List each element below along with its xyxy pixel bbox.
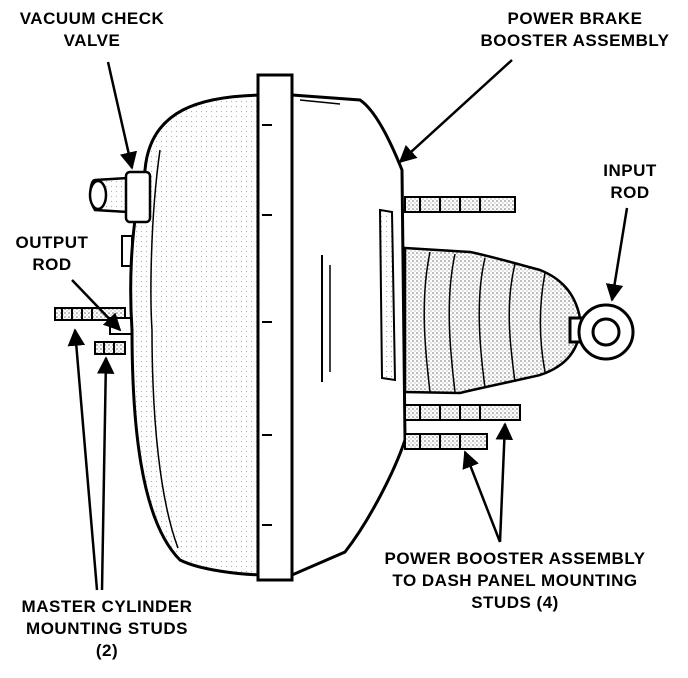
dash-panel-studs <box>404 196 521 450</box>
booster-flange <box>256 73 294 582</box>
input-rod-label: INPUT ROD <box>590 160 670 204</box>
input-rod-label-line-1: INPUT <box>603 161 657 180</box>
power-brake-booster-label-line-2: BOOSTER ASSEMBLY <box>480 31 670 50</box>
vacuum-check-valve <box>88 170 152 224</box>
dash-panel-studs-label-line-3: STUDS (4) <box>471 593 559 612</box>
power-brake-booster-label-line-1: POWER BRAKE <box>507 9 643 28</box>
input-rod <box>568 303 635 361</box>
dash-panel-studs-label-line-1: POWER BOOSTER ASSEMBLY <box>384 549 646 568</box>
output-rod-label-line-1: OUTPUT <box>15 233 89 252</box>
input-rod-boot <box>403 246 582 395</box>
booster-front-shell <box>129 93 270 577</box>
master-cylinder-studs-label-line-1: MASTER CYLINDER <box>21 597 193 616</box>
master-cylinder-studs <box>54 307 126 355</box>
vacuum-check-valve-label-line-1: VACUUM CHECK <box>19 9 165 28</box>
output-rod-label: OUTPUT ROD <box>2 232 102 276</box>
vacuum-check-valve-label-line-2: VALVE <box>63 31 121 50</box>
leader-arrows <box>67 59 629 591</box>
output-rod-label-line-2: ROD <box>32 255 72 274</box>
master-cylinder-studs-label-line-2: MOUNTING STUDS <box>26 619 188 638</box>
vacuum-check-valve-label: VACUUM CHECK VALVE <box>2 8 182 52</box>
power-brake-booster-label: POWER BRAKE BOOSTER ASSEMBLY <box>470 8 680 52</box>
master-cylinder-studs-label: MASTER CYLINDER MOUNTING STUDS (2) <box>2 596 212 662</box>
dash-panel-studs-label-line-2: TO DASH PANEL MOUNTING <box>392 571 638 590</box>
master-cylinder-studs-label-line-3: (2) <box>95 641 119 660</box>
dash-panel-studs-label: POWER BOOSTER ASSEMBLY TO DASH PANEL MOU… <box>350 548 680 614</box>
input-rod-label-line-2: ROD <box>610 183 650 202</box>
